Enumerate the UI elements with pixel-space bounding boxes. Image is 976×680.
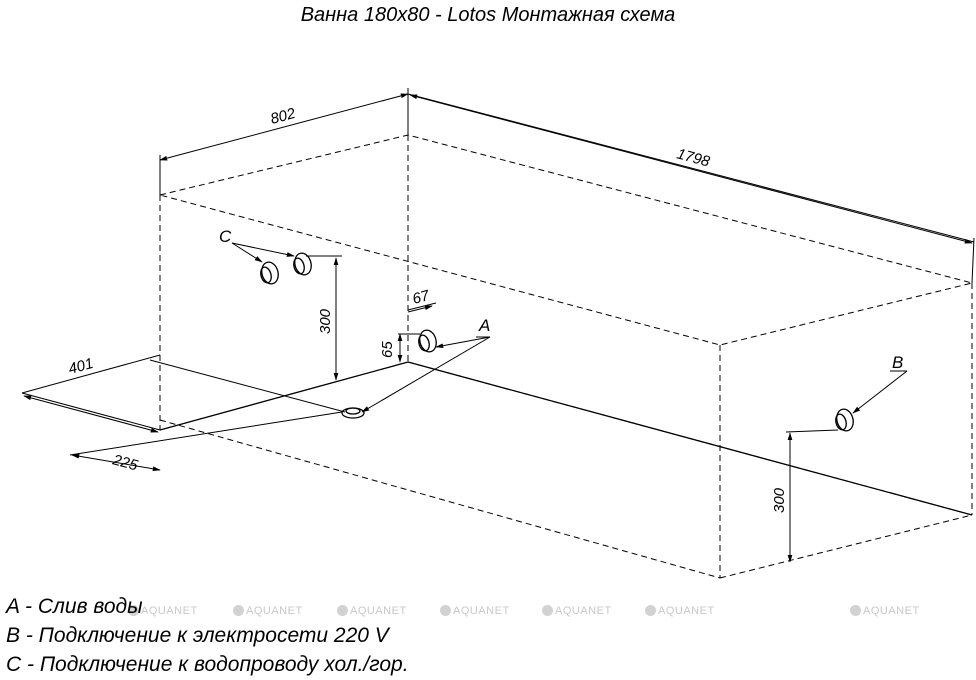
connection-c: C (219, 227, 312, 285)
watermark: AQUANET (440, 605, 510, 617)
marker-a: A (478, 316, 490, 335)
drain-a: A (341, 316, 490, 419)
dim-300-c-label: 300 (317, 308, 334, 334)
watermark: AQUANET (233, 605, 303, 617)
legend-item-a: A - Слив воды (6, 595, 143, 618)
watermark: AQUANET (128, 605, 198, 617)
dimension-300-b: 300 (771, 429, 839, 563)
dimension-225: 225 (69, 411, 343, 475)
dim-401-label: 401 (67, 355, 96, 378)
aquanet-logo-icon (128, 605, 139, 616)
watermark: AQUANET (542, 605, 612, 617)
legend-item-b: B - Подключение к электросети 220 V (6, 624, 389, 647)
connection-b: B (835, 353, 908, 432)
dim-225-label: 225 (110, 451, 140, 474)
legend-item-c: C - Подключение к водопроводу хол./гор. (6, 653, 409, 676)
diagram-title: Ванна 180x80 - Lotos Монтажная схема (300, 4, 676, 26)
dimension-401: 401 (21, 354, 346, 433)
aquanet-logo-icon (542, 605, 553, 616)
watermark: AQUANET (645, 605, 715, 617)
dim-67-label: 67 (411, 287, 432, 308)
dimension-67: 67 (407, 287, 437, 313)
dimension-300-c: 300 (306, 255, 342, 381)
dimension-802: 802 (159, 88, 409, 195)
marker-c: C (219, 227, 232, 246)
aquanet-logo-icon (850, 605, 861, 616)
aquanet-logo-icon (440, 605, 451, 616)
dimension-65: 65 (379, 333, 420, 363)
watermark: AQUANET (337, 605, 407, 617)
legend: A - Слив воды B - Подключение к электрос… (6, 592, 409, 679)
dim-1798-label: 1798 (675, 145, 712, 170)
aquanet-logo-icon (337, 605, 348, 616)
aquanet-logo-icon (645, 605, 656, 616)
dim-65-label: 65 (379, 341, 396, 358)
dimension-1798: 1798 (407, 93, 975, 284)
dim-300-b-label: 300 (771, 487, 788, 513)
watermark: AQUANET (850, 605, 920, 617)
marker-b: B (892, 353, 903, 372)
aquanet-logo-icon (233, 605, 244, 616)
tub-outline (159, 134, 973, 579)
dim-802-label: 802 (269, 105, 298, 128)
